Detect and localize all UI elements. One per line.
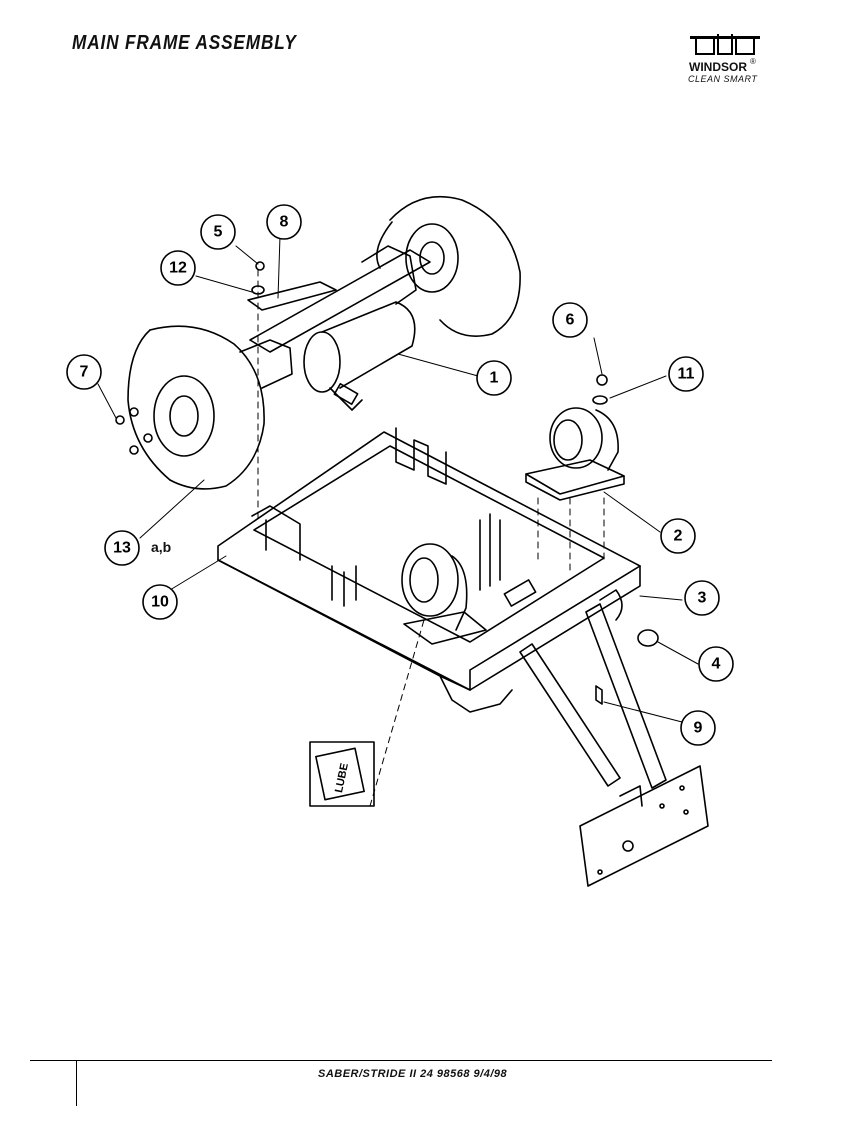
footer-document-id: SABER/STRIDE II 24 98568 9/4/98 [318, 1068, 508, 1080]
callout-10-label: 10 [151, 594, 169, 611]
callout-11 [668, 356, 704, 392]
lube-label-text: LUBE [333, 762, 351, 794]
callout-2 [660, 518, 696, 554]
callout-12-label: 12 [169, 260, 187, 277]
motor-bracket-plate [247, 281, 337, 311]
lube-label-box [309, 741, 375, 807]
logo-brand: WINDSOR [689, 60, 747, 74]
front-wheel [127, 325, 293, 490]
logo-registered-mark: ® [750, 57, 756, 66]
center-caster [401, 543, 487, 645]
lug-nuts [115, 407, 153, 455]
logo-tagline: CLEAN SMART [688, 74, 758, 84]
callout-10 [142, 584, 178, 620]
callout-7 [66, 354, 102, 390]
callout-4 [698, 646, 734, 682]
main-frame [217, 427, 641, 713]
callout-9 [680, 710, 716, 746]
callout-6-label: 6 [566, 312, 575, 329]
nut-5 [255, 261, 265, 271]
callout-7-label: 7 [80, 364, 89, 381]
callout-12 [160, 250, 196, 286]
callout-8-label: 8 [280, 214, 289, 231]
footer-divider [30, 1060, 772, 1061]
alignment-lines [257, 269, 605, 807]
callout-11-label: 11 [678, 366, 695, 383]
callout-8 [266, 204, 302, 240]
callout-6 [552, 302, 588, 338]
page-title: MAIN FRAME ASSEMBLY [72, 32, 297, 54]
windsor-logo-icon [690, 34, 760, 55]
callout-13-label: 13 [113, 540, 131, 557]
callout-2-label: 2 [674, 528, 683, 545]
plug-4 [637, 629, 659, 647]
tow-arm [519, 603, 709, 887]
callout-5-label: 5 [214, 224, 223, 241]
callout-5 [200, 214, 236, 250]
callout-1-label: 1 [490, 370, 499, 387]
callout-3-label: 3 [698, 590, 707, 607]
windsor-logo: WINDSOR ® CLEAN SMART [686, 34, 766, 90]
callout-4-label: 4 [712, 656, 721, 673]
callout-13 [104, 530, 140, 566]
washer-11 [592, 395, 608, 405]
footer-divider-tick [76, 1060, 77, 1106]
bolt-9 [595, 685, 603, 705]
callout-1 [476, 360, 512, 396]
rear-wheel [376, 195, 521, 337]
callout-13-suffix: a,b [151, 539, 172, 555]
right-caster [525, 407, 625, 501]
motor-axle-assembly [249, 245, 431, 411]
nut-6 [596, 374, 608, 386]
leader-lines [97, 235, 699, 723]
callout-3 [684, 580, 720, 616]
callout-9-label: 9 [694, 720, 703, 737]
